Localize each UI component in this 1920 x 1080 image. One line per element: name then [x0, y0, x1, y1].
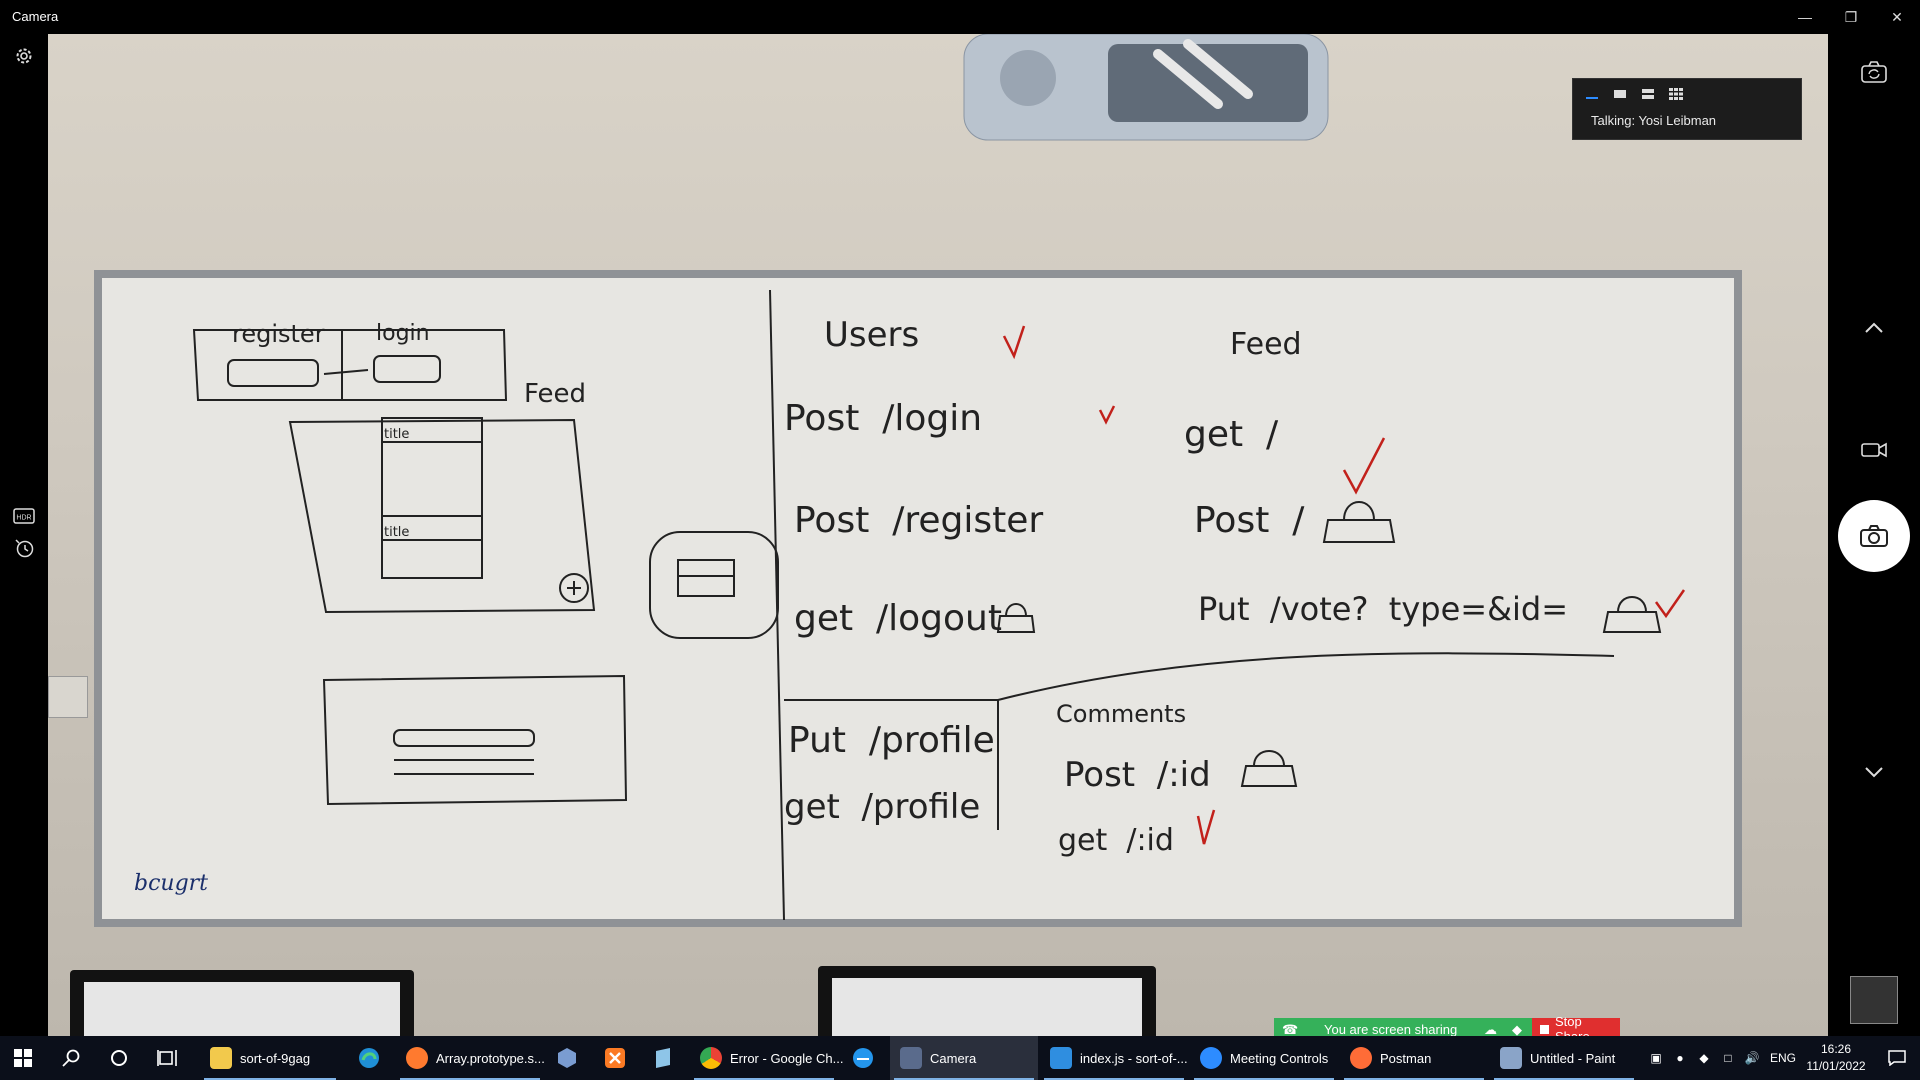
- paint-icon: [1500, 1047, 1522, 1069]
- whiteboard: register login Feed title title bcugrt U…: [94, 270, 1742, 927]
- system-tray: ▣ ● ◆ □ 🔊 ENG: [1644, 1036, 1802, 1080]
- stop-icon: [1540, 1024, 1549, 1034]
- taskbar-app-chrome[interactable]: Error - Google Ch...: [690, 1036, 843, 1080]
- vscode-icon: [1050, 1047, 1072, 1069]
- route-put-profile: Put /profile: [788, 720, 995, 761]
- sharing-status[interactable]: ☎ You are screen sharing ☁ ◆: [1274, 1018, 1532, 1040]
- clock-time: 16:26: [1820, 1042, 1852, 1056]
- route-post-comment: Post /:id: [1064, 755, 1211, 795]
- security-shield-icon[interactable]: ◆: [1699, 1051, 1709, 1065]
- xampp-icon[interactable]: [592, 1036, 638, 1080]
- taskbar-app-firefox[interactable]: Array.prototype.s...: [396, 1036, 545, 1080]
- lock-icon: [1322, 501, 1396, 543]
- language-indicator[interactable]: ENG: [1769, 1051, 1796, 1065]
- taskbar-app-explorer[interactable]: sort-of-9gag: [200, 1036, 340, 1080]
- taskbar-app-camera[interactable]: Camera: [890, 1036, 1038, 1080]
- label-feed-diagram: Feed: [524, 379, 586, 409]
- label-register: register: [232, 320, 325, 348]
- last-photo-thumbnail[interactable]: [1850, 976, 1898, 1024]
- lock-icon: [1240, 750, 1298, 787]
- signature-text: bcugrt: [134, 871, 208, 896]
- taskbar-app-zoom-meeting-controls[interactable]: Meeting Controls: [1190, 1036, 1338, 1080]
- camera-app-icon: [900, 1047, 922, 1069]
- firefox-icon: [406, 1047, 428, 1069]
- chevron-down-icon[interactable]: [1860, 758, 1888, 786]
- camera-icon: [1860, 525, 1888, 547]
- cortana-icon[interactable]: [96, 1036, 142, 1080]
- route-post-register: Post /register: [794, 500, 1043, 541]
- minimal-layout-icon[interactable]: [1583, 87, 1601, 101]
- grid-layout-icon[interactable]: [1667, 87, 1685, 101]
- timer-icon[interactable]: [10, 534, 38, 562]
- taskbar: sort-of-9gag Array.prototype.s... Error …: [0, 1036, 1920, 1080]
- settings-gear-icon[interactable]: [10, 42, 38, 70]
- route-get-comment: get /:id: [1058, 823, 1174, 858]
- label-login: login: [376, 321, 430, 346]
- taskbar-app-vscode[interactable]: index.js - sort-of-...: [1040, 1036, 1188, 1080]
- monitor-right: [818, 966, 1156, 1036]
- notifications-icon[interactable]: [1874, 1036, 1920, 1080]
- screen-sharing-bar: ☎ You are screen sharing ☁ ◆ Stop Share: [1274, 1014, 1620, 1044]
- switch-camera-icon[interactable]: [1860, 58, 1888, 86]
- talking-indicator: Talking: Yosi Leibman: [1591, 113, 1717, 128]
- zoom-tray-icon[interactable]: ▣: [1650, 1051, 1662, 1065]
- window-title: Camera: [12, 9, 59, 24]
- route-get-feed: get /: [1184, 414, 1279, 455]
- windows-start-icon[interactable]: [0, 1036, 46, 1080]
- single-layout-icon[interactable]: [1611, 87, 1629, 101]
- docker-icon[interactable]: [840, 1036, 886, 1080]
- chrome-icon: [700, 1047, 722, 1069]
- restore-button[interactable]: ❐: [1844, 8, 1858, 25]
- phone-icon: ☎: [1282, 1022, 1299, 1037]
- lock-icon: [996, 603, 1036, 633]
- take-photo-button[interactable]: [1838, 500, 1910, 572]
- route-get-logout: get /logout: [794, 598, 1002, 639]
- video-mode-icon[interactable]: [1860, 436, 1888, 464]
- zoom-icon: [1200, 1047, 1222, 1069]
- close-button[interactable]: ✕: [1891, 8, 1903, 25]
- projector-image: [963, 34, 1329, 141]
- route-put-vote: Put /vote? type=&id=: [1198, 590, 1568, 628]
- shield-icon: ◆: [1512, 1022, 1522, 1037]
- microphone-icon[interactable]: ●: [1676, 1051, 1684, 1065]
- stacked-layout-icon[interactable]: [1639, 87, 1657, 101]
- network-icon[interactable]: □: [1724, 1051, 1732, 1065]
- meeting-view-overlay: Talking: Yosi Leibman: [1572, 78, 1802, 140]
- minimize-button[interactable]: —: [1798, 9, 1812, 25]
- hdr-icon[interactable]: HDR: [10, 502, 38, 530]
- title-bar: Camera — ❐ ✕: [0, 0, 1920, 34]
- taskbar-app-postman[interactable]: Postman: [1340, 1036, 1488, 1080]
- postman-icon: [1350, 1047, 1372, 1069]
- cloud-icon: ☁: [1484, 1022, 1497, 1037]
- chevron-up-icon[interactable]: [1860, 314, 1888, 342]
- lock-icon: [1602, 596, 1662, 633]
- label-title-2: title: [384, 525, 409, 540]
- svg-text:HDR: HDR: [16, 515, 31, 522]
- monitor-left: [70, 970, 414, 1036]
- clock[interactable]: 16:26 11/01/2022: [1802, 1041, 1870, 1075]
- folder-icon: [210, 1047, 232, 1069]
- clock-date: 11/01/2022: [1806, 1059, 1866, 1073]
- route-get-profile: get /profile: [784, 787, 980, 827]
- search-icon[interactable]: [48, 1036, 94, 1080]
- header-feed: Feed: [1230, 327, 1302, 362]
- task-view-icon[interactable]: [144, 1036, 190, 1080]
- wall-socket: [48, 676, 88, 718]
- header-comments: Comments: [1056, 700, 1186, 728]
- camera-viewport: register login Feed title title bcugrt U…: [48, 34, 1828, 1036]
- header-users: Users: [824, 315, 919, 355]
- left-toolbar: HDR: [0, 34, 48, 1036]
- taskbar-app-paint[interactable]: Untitled - Paint: [1490, 1036, 1638, 1080]
- edge-icon[interactable]: [346, 1036, 392, 1080]
- notepad-icon[interactable]: [640, 1036, 686, 1080]
- route-post-login: Post /login: [784, 398, 982, 439]
- sharing-label: You are screen sharing: [1324, 1022, 1458, 1037]
- label-title-1: title: [384, 427, 409, 442]
- volume-icon[interactable]: 🔊: [1744, 1051, 1760, 1065]
- virtualbox-icon[interactable]: [544, 1036, 590, 1080]
- route-post-feed: Post /: [1194, 500, 1305, 541]
